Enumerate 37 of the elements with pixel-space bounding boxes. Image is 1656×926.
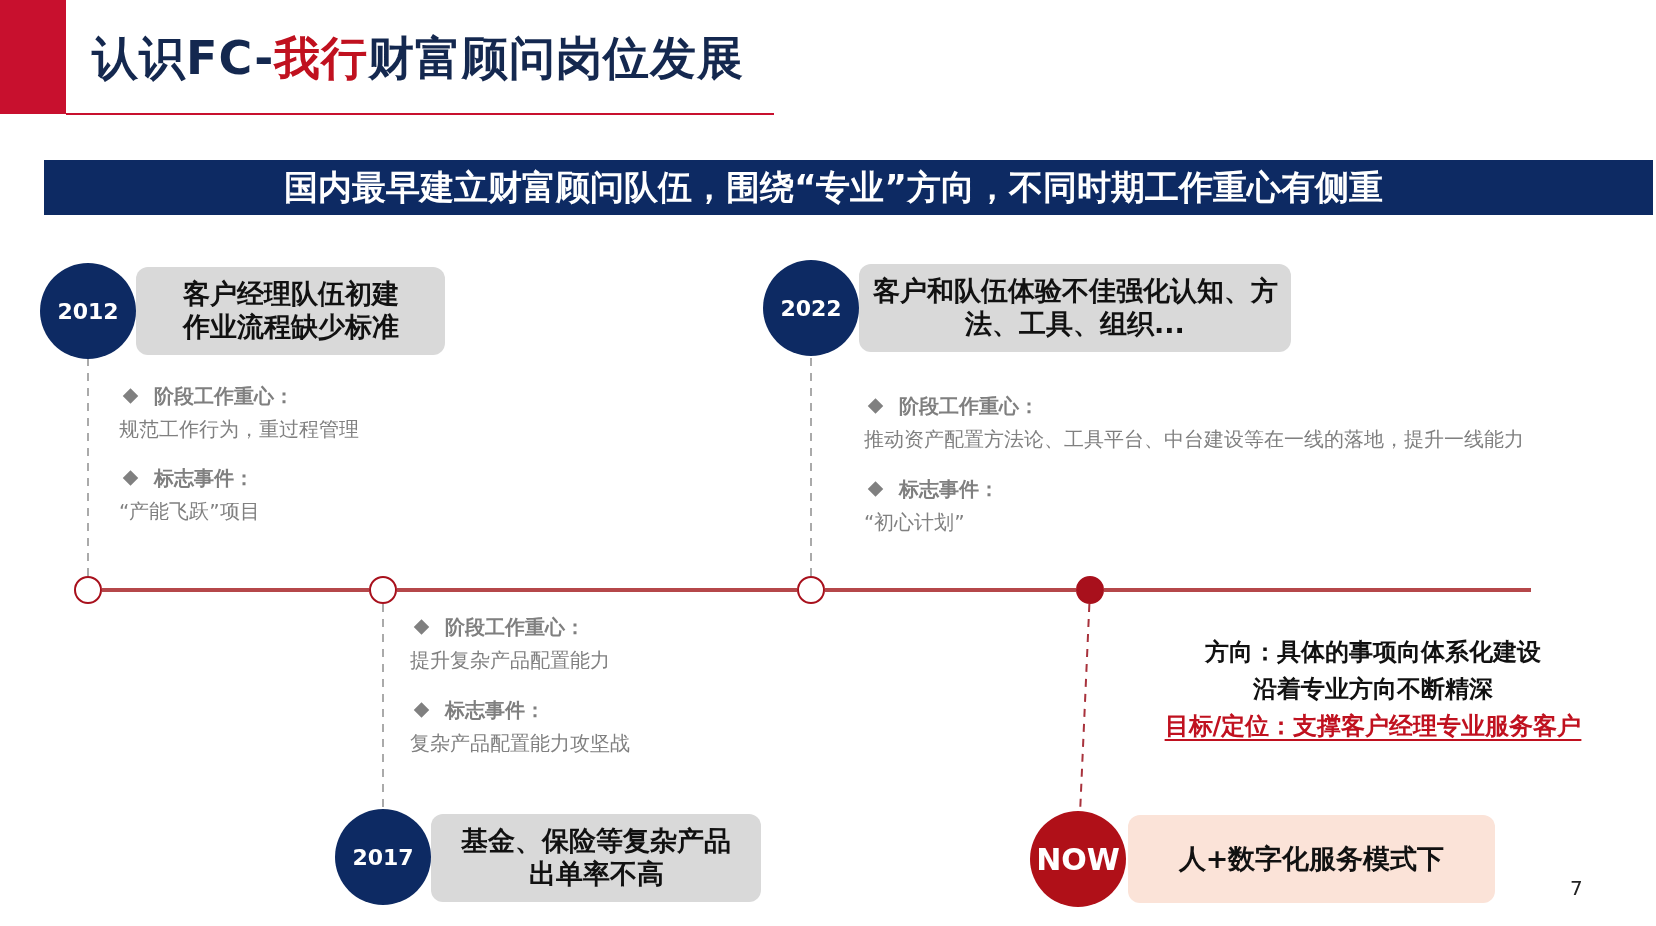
bullet-heading: 标志事件： (445, 696, 545, 724)
timeline-dot (1076, 576, 1104, 604)
year-circle: 2017 (335, 809, 431, 905)
bullet-text: “产能飞跃”项目 (119, 497, 260, 525)
phase-box: 客户经理队伍初建作业流程缺少标准 (136, 267, 445, 355)
slide-title: 认识FC-我行财富顾问岗位发展 (92, 30, 745, 87)
bullet-heading: 标志事件： (154, 464, 254, 492)
phase-box: 人+数字化服务模式下 (1128, 815, 1495, 903)
bullet-text: 复杂产品配置能力攻坚战 (410, 729, 630, 757)
direction-text: 沿着专业方向不断精深 (1253, 674, 1493, 705)
dashed-connector (87, 358, 89, 577)
bullet-heading: 标志事件： (899, 475, 999, 503)
goal-text: 目标/定位：支撑客户经理专业服务客户 (1164, 711, 1582, 742)
timeline-line (397, 588, 797, 592)
year-circle: NOW (1030, 811, 1126, 907)
bullet-heading: 阶段工作重心： (154, 382, 294, 410)
bullet-text: 推动资产配置方法论、工具平台、中台建设等在一线的落地，提升一线能力 (864, 425, 1524, 453)
bullet-text: 提升复杂产品配置能力 (410, 646, 610, 674)
phase-box: 基金、保险等复杂产品出单率不高 (431, 814, 761, 902)
year-circle: 2022 (763, 260, 859, 356)
phase-box: 客户和队伍体验不佳强化认知、方法、工具、组织... (859, 264, 1291, 352)
direction-text: 方向：具体的事项向体系化建设 (1205, 637, 1541, 668)
page-number: 7 (1570, 876, 1583, 900)
header-band (44, 160, 1653, 215)
bullet-heading: 阶段工作重心： (445, 613, 585, 641)
dashed-connector (810, 355, 812, 577)
timeline-dot (369, 576, 397, 604)
header-text: 国内最早建立财富顾问队伍，围绕“专业”方向，不同时期工作重心有侧重 (284, 165, 1383, 209)
timeline-line (825, 588, 1076, 592)
bullet-heading: 阶段工作重心： (899, 392, 1039, 420)
timeline-dot (74, 576, 102, 604)
dashed-connector (382, 603, 384, 810)
year-circle: 2012 (40, 263, 136, 359)
timeline-line (102, 588, 369, 592)
bullet-text: 规范工作行为，重过程管理 (119, 415, 359, 443)
bullet-text: “初心计划” (864, 508, 965, 536)
timeline-dot (797, 576, 825, 604)
